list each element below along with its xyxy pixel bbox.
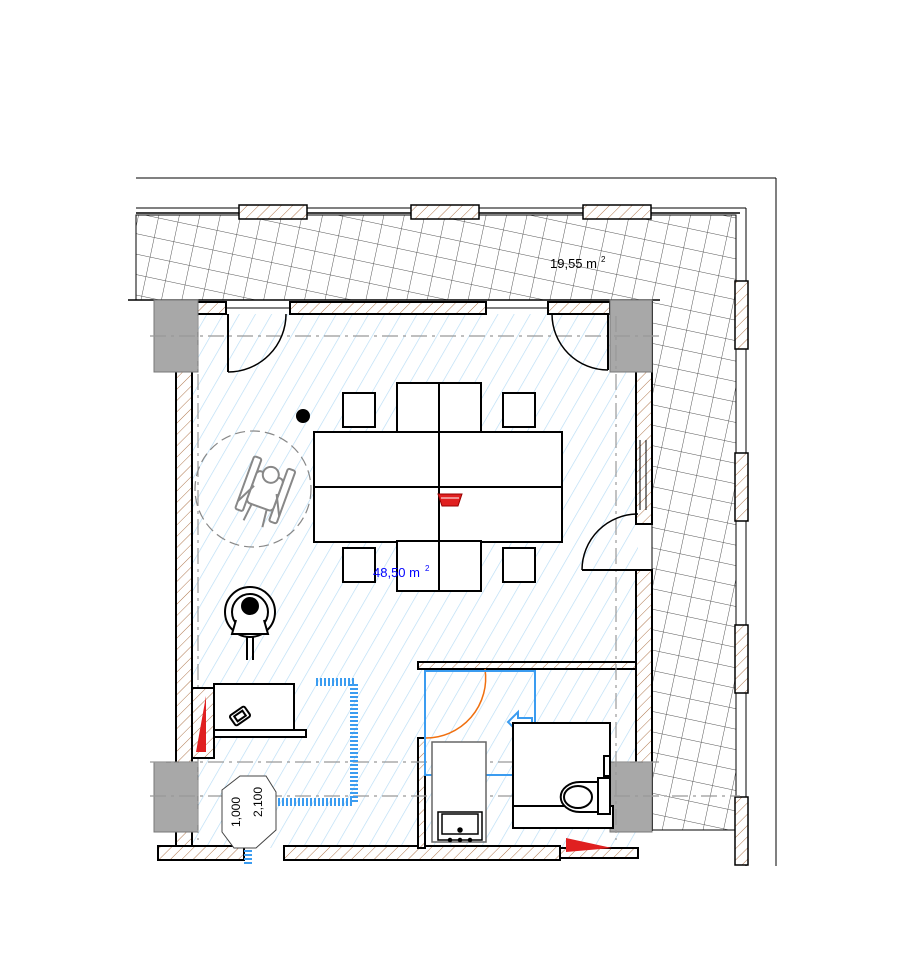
door-top-right[interactable] (551, 313, 609, 371)
terrace-area-label: 19,55 m (550, 256, 597, 271)
red-marker-desk (196, 696, 206, 752)
columns (153, 299, 653, 833)
door-top-left[interactable] (227, 313, 287, 373)
dot-marker (296, 409, 310, 423)
meeting-table (313, 382, 563, 592)
door-height-label: 2,100 (251, 787, 265, 817)
wheelchair-icon (194, 430, 312, 548)
fire-extinguisher-icon (437, 493, 463, 507)
sink-icon (431, 741, 487, 843)
parapet-blocks (238, 204, 749, 866)
chairs (342, 392, 536, 583)
office-chair-icon (224, 586, 276, 660)
window-right (639, 440, 647, 510)
red-marker-bath (566, 838, 612, 852)
door-tag: 1,000 2,100 (221, 775, 277, 849)
door-right-wall[interactable] (581, 513, 639, 571)
walls (157, 301, 653, 861)
toilet-icon (559, 755, 611, 815)
door-width-label: 1,000 (229, 797, 243, 827)
room-area-sup: 2 (425, 564, 430, 573)
room-area-label: 48,50 m (373, 565, 420, 580)
terrace-area-sup: 2 (601, 255, 606, 264)
